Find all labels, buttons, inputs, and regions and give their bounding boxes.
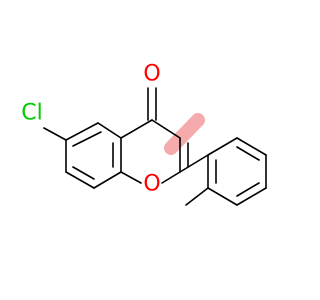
- ring-oxygen-label: O: [143, 172, 160, 197]
- bond-methyl: [185, 187, 209, 206]
- bond-c5-c6-inner: [72, 131, 102, 147]
- highlight-bar: [164, 113, 205, 155]
- molecule-structure: O Cl O: [21, 62, 267, 206]
- bond-c4a-c5: [97, 122, 122, 139]
- chlorine-label: Cl: [21, 101, 42, 126]
- bond-c4a-c4: [120, 119, 153, 139]
- atom-label-layer: O Cl O: [21, 62, 160, 197]
- bond-c6-cl: [43, 127, 67, 141]
- bond-c7-c8: [65, 171, 95, 189]
- bond-c8-c8a: [93, 171, 122, 189]
- carbonyl-oxygen-label: O: [143, 62, 160, 87]
- bond-c3p-c4p: [236, 187, 267, 206]
- bond-c5p-c6p: [236, 137, 267, 156]
- bond-c2-c1prime: [179, 154, 209, 173]
- bond-c5p-c6p-inner: [236, 146, 260, 161]
- bond-c5-c6: [65, 122, 99, 141]
- bond-c4-c3: [151, 119, 181, 139]
- highlight-c2-c3: [164, 113, 205, 155]
- bond-c2-o1: [161, 171, 181, 184]
- bond-c3p-c4p-inner: [236, 182, 260, 197]
- bond-o1-c8a: [120, 171, 142, 184]
- bond-layer: [43, 87, 267, 206]
- bond-c6p-c1p: [207, 137, 238, 156]
- bond-c2p-c3p: [207, 187, 238, 206]
- bond-c7-c8-inner: [72, 166, 95, 180]
- structure-canvas: O Cl O: [21, 61, 267, 206]
